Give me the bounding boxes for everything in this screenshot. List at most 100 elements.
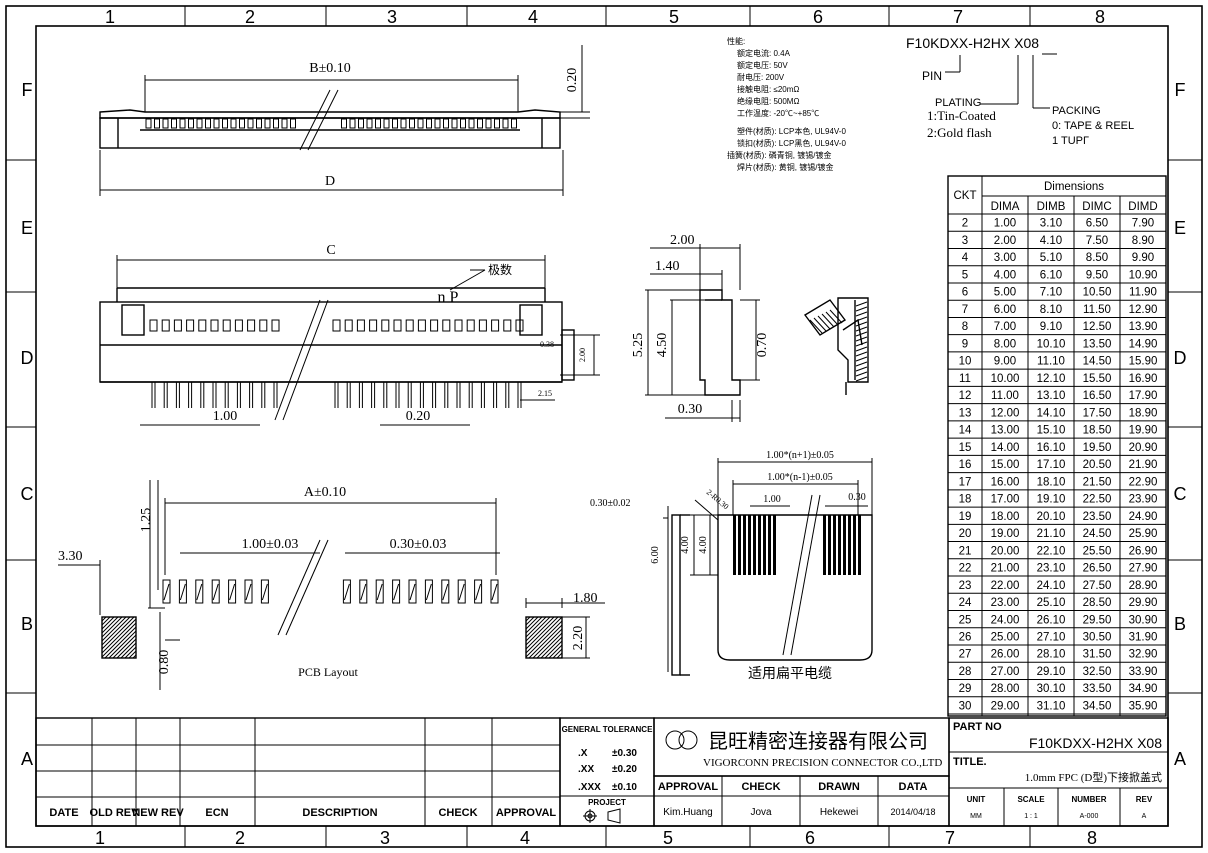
pad-hatch-line xyxy=(525,616,539,630)
table-cell-dim: 8.00 xyxy=(994,338,1016,350)
table-cell-dim: 19.10 xyxy=(1037,494,1066,506)
section-hatch-line xyxy=(817,315,831,330)
row-label: A xyxy=(1174,749,1186,769)
front-contact xyxy=(332,319,341,332)
table-cell-dim: 7.00 xyxy=(994,321,1016,333)
tol-val: ±0.10 xyxy=(612,782,637,793)
top-contact xyxy=(273,118,279,129)
pcb-layout: A±0.10 1.25 3.30 1.00±0.03 0.30±0.03 1.8… xyxy=(58,480,605,690)
dimensions-header: Dimensions xyxy=(1044,181,1104,193)
top-contact xyxy=(366,118,373,129)
table-cell-dim: 28.00 xyxy=(991,683,1020,695)
table-cell-dim: 33.50 xyxy=(1083,683,1112,695)
col-label: 5 xyxy=(663,828,673,848)
table-cell-dim: 4.10 xyxy=(1040,235,1062,247)
dim-fpc-600: 6.00 xyxy=(650,546,661,564)
table-cell-dim: 32.90 xyxy=(1129,649,1158,661)
front-contact xyxy=(161,319,170,332)
dim-pcb-030: 0.30±0.03 xyxy=(390,537,447,552)
top-contact xyxy=(426,118,432,129)
section-hatch-line xyxy=(855,321,868,327)
pad-hatch-line xyxy=(532,628,563,659)
table-cell-dim: 18.10 xyxy=(1037,476,1066,488)
table-cell-dim: 27.10 xyxy=(1037,632,1066,644)
table-cell-dim: 11.50 xyxy=(1083,304,1111,316)
rev-header-old: OLD REV xyxy=(90,807,140,819)
plating-option: 2:Gold flash xyxy=(927,125,992,140)
rev-header-new: NEW REV xyxy=(132,807,184,819)
label-np: n P xyxy=(438,289,459,306)
table-cell-dim: 19.00 xyxy=(991,528,1020,540)
title-value: 1.0mm FPC (D型)下接掀盖式 xyxy=(1025,770,1162,784)
pad-hatch-line xyxy=(101,616,119,634)
table-cell-dim: 23.50 xyxy=(1083,511,1112,523)
fpc-conductor xyxy=(733,515,736,575)
table-cell-ckt: 24 xyxy=(959,597,972,609)
table-cell-dim: 10.90 xyxy=(1129,269,1158,281)
fpc-conductor xyxy=(753,515,756,575)
dim-pcb-080: 0.80 xyxy=(157,650,172,675)
side-view: 2.00 1.40 5.25 4.50 0.70 0.30 xyxy=(631,233,770,422)
approval-header: APPROVAL xyxy=(658,781,719,793)
tol-key: .XX xyxy=(578,764,594,775)
packing-option: 1 TUPГ xyxy=(1052,135,1089,147)
fpc-conductors xyxy=(733,515,861,575)
table-cell-dim: 29.10 xyxy=(1037,666,1066,678)
table-cell-dim: 13.90 xyxy=(1129,321,1158,333)
pad-hatch-line xyxy=(536,632,563,659)
row-label: B xyxy=(1174,614,1186,634)
top-contact xyxy=(281,118,288,129)
table-cell-ckt: 15 xyxy=(959,442,972,454)
top-contact xyxy=(188,118,194,129)
fpc-conductor xyxy=(838,515,841,575)
table-cell-ckt: 22 xyxy=(959,563,972,575)
pcb-pad xyxy=(375,579,384,604)
front-contact xyxy=(369,319,378,332)
table-cell-dim: 18.00 xyxy=(991,511,1020,523)
front-contact xyxy=(356,319,365,332)
top-contact xyxy=(409,118,415,129)
pcb-pad-hatch xyxy=(245,583,252,601)
top-contact xyxy=(349,118,356,129)
number-header: NUMBER xyxy=(1071,795,1106,804)
pad-hatch-line xyxy=(525,616,543,634)
front-contact xyxy=(491,319,500,332)
pcb-pad xyxy=(490,579,499,604)
dim-d: D xyxy=(325,174,335,189)
pad-hatch-line xyxy=(101,616,107,622)
table-cell-dim: 30.50 xyxy=(1083,632,1112,644)
table-cell-dim: 33.90 xyxy=(1129,666,1158,678)
fpc-cable-view: 1.00*(n+1)±0.05 1.00*(n-1)±0.05 1.00 0.3… xyxy=(590,450,873,682)
company-name-cn: 昆旺精密连接器有限公司 xyxy=(708,730,928,753)
pad-hatch-line xyxy=(560,656,563,659)
dim-side-525: 5.25 xyxy=(631,333,646,358)
table-cell-dim: 13.00 xyxy=(991,425,1020,437)
col-label: 6 xyxy=(805,828,815,848)
pcb-pad xyxy=(474,579,483,604)
section-hatch-line xyxy=(821,313,835,328)
section-hatch xyxy=(809,301,868,382)
table-cell-dim: 25.50 xyxy=(1083,545,1112,557)
pad-hatch-line xyxy=(525,616,563,654)
table-cell-dim: 20.00 xyxy=(991,545,1020,557)
table-cell-ckt: 21 xyxy=(959,545,972,557)
front-contact xyxy=(442,319,451,332)
table-cell-dim: 1.00 xyxy=(994,218,1016,230)
table-cell-dim: 20.90 xyxy=(1129,442,1158,454)
pad-hatch-line xyxy=(544,640,563,659)
material-line: 插簧(材质): 磷青铜, 镀锡/镀金 xyxy=(727,150,831,160)
section-hatch-line xyxy=(829,309,843,324)
table-cell-ckt: 19 xyxy=(959,511,972,523)
dim-215: 2.15 xyxy=(538,389,552,398)
table-cell-dim: 5.10 xyxy=(1040,252,1062,264)
table-cell-dim: 3.00 xyxy=(994,252,1016,264)
pad-hatch-line xyxy=(101,622,137,658)
table-cell-ckt: 20 xyxy=(959,528,972,540)
pcb-pad-hatch xyxy=(101,616,563,659)
top-contact xyxy=(239,118,245,129)
top-contact xyxy=(443,118,449,129)
dim-pcb-330: 3.30 xyxy=(58,549,83,564)
table-cell-ckt: 17 xyxy=(959,476,972,488)
title-block: PART NO F10KDXX-H2HX X08 TITLE. 1.0mm FP… xyxy=(948,717,1169,827)
pcb-pad-hatch xyxy=(212,583,219,601)
